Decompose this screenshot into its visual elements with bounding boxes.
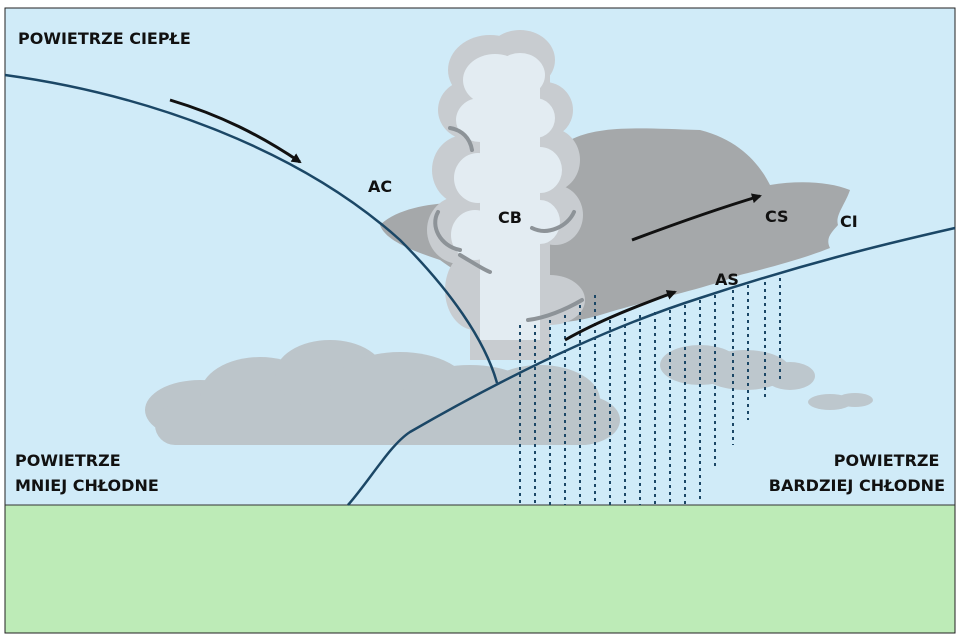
label-more-cold-air: POWIETRZE BARDZIEJ CHŁODNE [769, 451, 945, 495]
label-cloud-as: AS [715, 270, 739, 289]
frame [4, 7, 956, 634]
label-cloud-ac: AC [368, 177, 392, 196]
label-more-cold-air-line2: BARDZIEJ CHŁODNE [769, 476, 945, 495]
label-more-cold-air-line1: POWIETRZE [834, 451, 940, 470]
label-warm-air: POWIETRZE CIEPŁE [18, 29, 191, 48]
precipitation [519, 278, 781, 505]
label-cloud-ci: CI [840, 212, 858, 231]
label-cloud-cs: CS [765, 207, 789, 226]
air-flow-arrow-cs [631, 193, 762, 242]
air-flow-arrow-upper-left [169, 98, 302, 164]
label-cloud-cb: CB [498, 208, 522, 227]
label-less-cold-air-line1: POWIETRZE [15, 451, 121, 470]
ground [5, 505, 955, 633]
label-less-cold-air-line2: MNIEJ CHŁODNE [15, 476, 159, 495]
air-flow-arrow-as [564, 290, 677, 342]
front-boundary-warm [4, 73, 499, 384]
cumulonimbus-cloud [427, 30, 585, 360]
low-cloud-left [145, 340, 620, 445]
front-boundary-cold [347, 226, 956, 506]
label-less-cold-air: POWIETRZE MNIEJ CHŁODNE [15, 451, 159, 495]
low-cloud-right [660, 345, 873, 410]
